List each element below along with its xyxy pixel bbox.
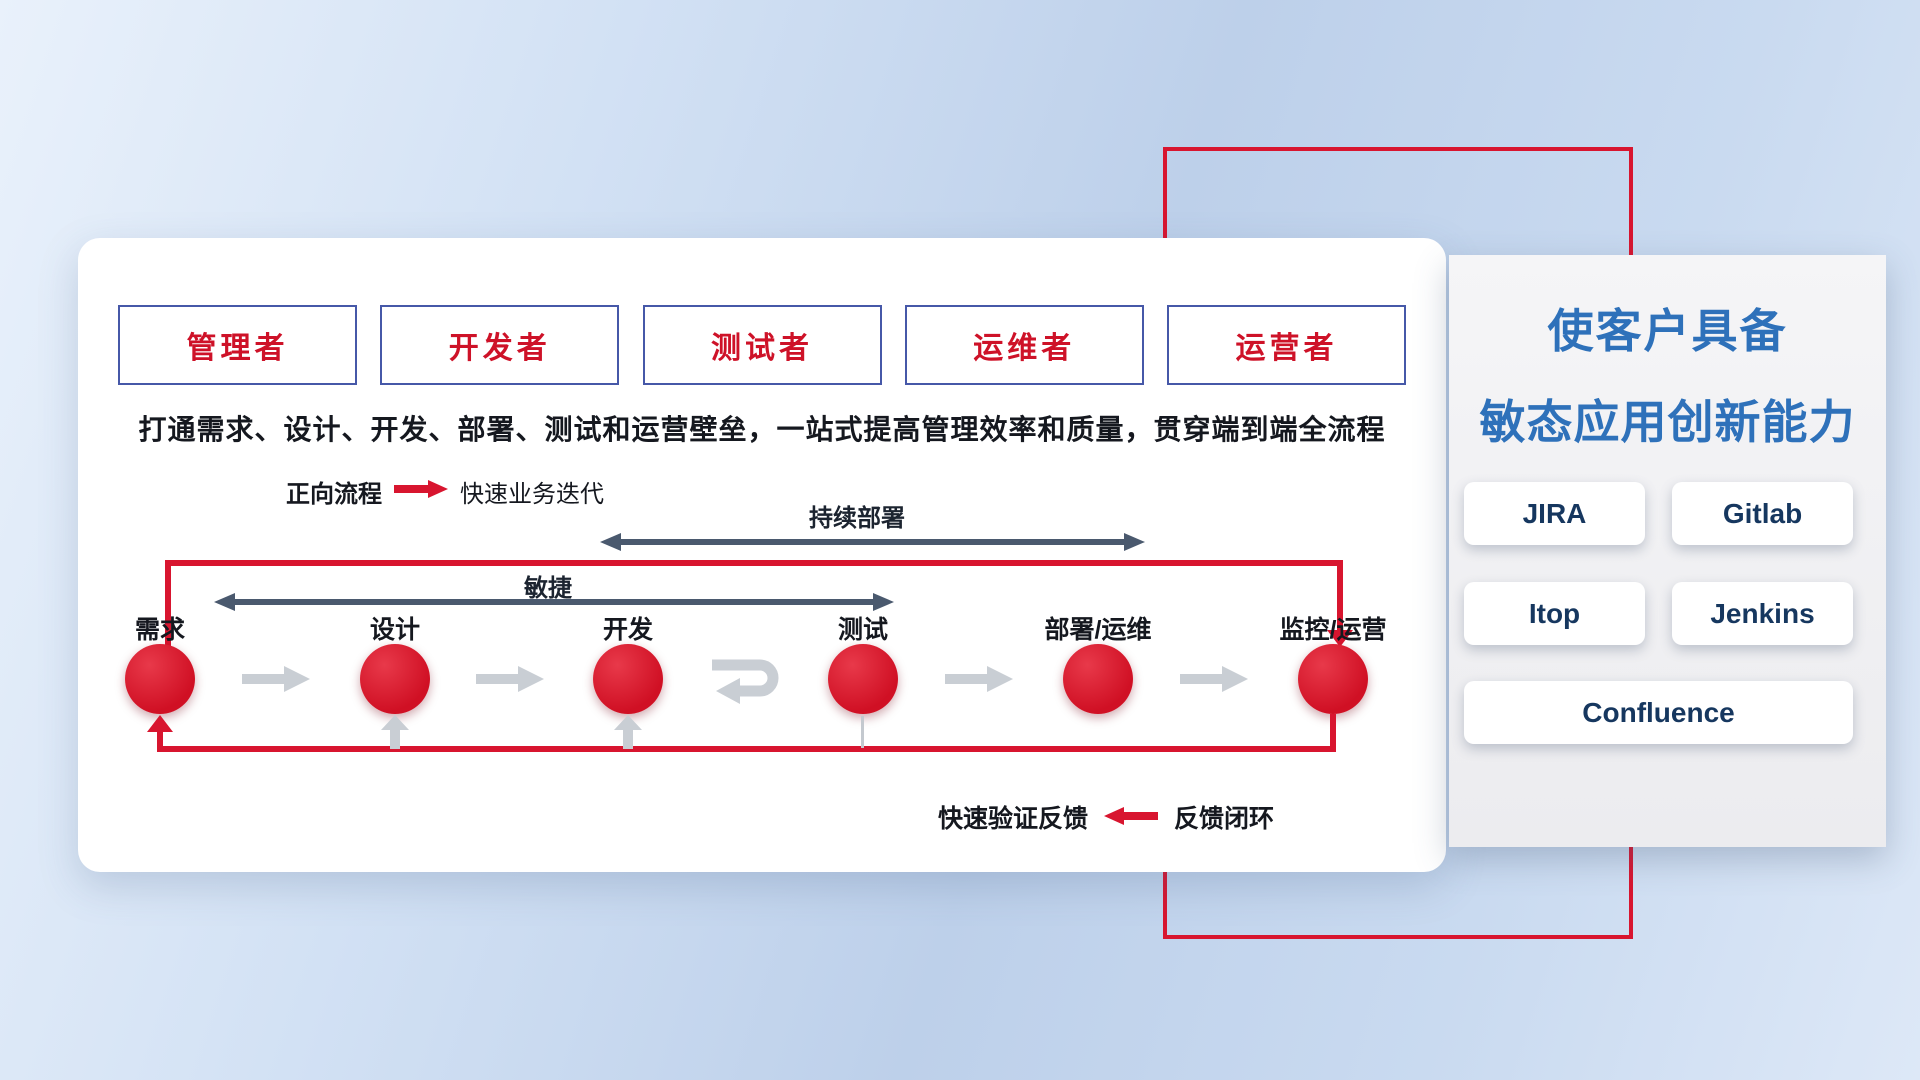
devops-flow-card: 管理者 开发者 测试者 运维者 运营者 打通需求、设计、开发、部署、测试和运营壁… [78,238,1446,872]
tool-chip-jenkins: Jenkins [1672,582,1853,645]
agile-arrow-icon [214,591,894,618]
role-box-developer: 开发者 [380,305,620,385]
forward-arrow-icon [394,479,448,503]
feedback-arrow-icon [1104,803,1159,832]
card-subtitle: 打通需求、设计、开发、部署、测试和运营壁垒，一站式提高管理效率和质量，贯穿端到端… [138,414,1386,445]
tool-chip-itop: Itop [1464,582,1645,645]
feedback-connector-line [861,716,864,748]
continuous-deploy-arrow-icon [600,531,1145,558]
role-box-ops: 运维者 [904,305,1144,385]
red-feedback-line-right [1330,714,1336,752]
feedback-label: 反馈闭环 [1174,805,1275,833]
flow-arrow-icon [1178,665,1252,698]
stage-label-deploy-ops: 部署/运维 [1044,616,1152,644]
red-forward-line-right [1337,560,1343,632]
tool-chip-jira: JIRA [1464,482,1645,545]
stage-node-requirements [125,644,195,714]
red-arrowhead-down-icon [1327,630,1353,647]
tool-chip-confluence: Confluence [1464,681,1853,744]
tool-chip-gitlab: Gitlab [1672,482,1853,545]
capability-panel: 使客户具备 敏态应用创新能力 JIRA Gitlab Itop Jenkins … [1449,255,1886,847]
stage-node-test [828,644,898,714]
feedback-desc: 快速验证反馈 [938,805,1089,833]
stage-label-monitor-op: 监控/运营 [1279,616,1387,644]
roles-row: 管理者 开发者 测试者 运维者 运营者 [118,305,1406,385]
panel-title-line1: 使客户具备 [1547,305,1788,357]
red-feedback-line-left [157,732,163,752]
agile-label: 敏捷 [524,575,572,602]
role-box-manager: 管理者 [118,305,357,385]
red-forward-line-top [165,560,1343,566]
stage-label-requirements: 需求 [134,616,185,644]
role-box-tester: 测试者 [642,305,882,385]
stage-node-develop [593,644,663,714]
flow-arrow-icon [474,665,548,698]
feedback-up-arrow-icon [614,715,642,754]
forward-flow-legend: 正向流程 快速业务迭代 [286,475,604,508]
flow-arrow-icon [943,665,1017,698]
red-arrowhead-up-icon [147,715,173,732]
panel-title-line2: 敏态应用创新能力 [1479,396,1856,448]
feedback-up-arrow-icon [381,715,409,754]
role-box-operator: 运营者 [1167,305,1406,385]
feedback-legend: 快速验证反馈 反馈闭环 [938,800,1274,834]
red-forward-line-left [165,560,171,646]
stage-label-test: 测试 [837,616,888,644]
stage-node-deploy-ops [1063,644,1133,714]
stage-label-develop: 开发 [602,616,653,644]
continuous-deploy-label: 持续部署 [809,505,905,532]
stage-node-design [360,644,430,714]
flow-arrow-icon [240,665,314,698]
stage-label-design: 设计 [369,616,420,644]
red-feedback-line-bottom [157,746,1336,752]
stage-node-monitor-op [1298,644,1368,714]
iterate-loop-arrow-icon [704,652,786,711]
forward-flow-desc: 快速业务迭代 [460,480,604,508]
forward-flow-label: 正向流程 [286,480,382,508]
